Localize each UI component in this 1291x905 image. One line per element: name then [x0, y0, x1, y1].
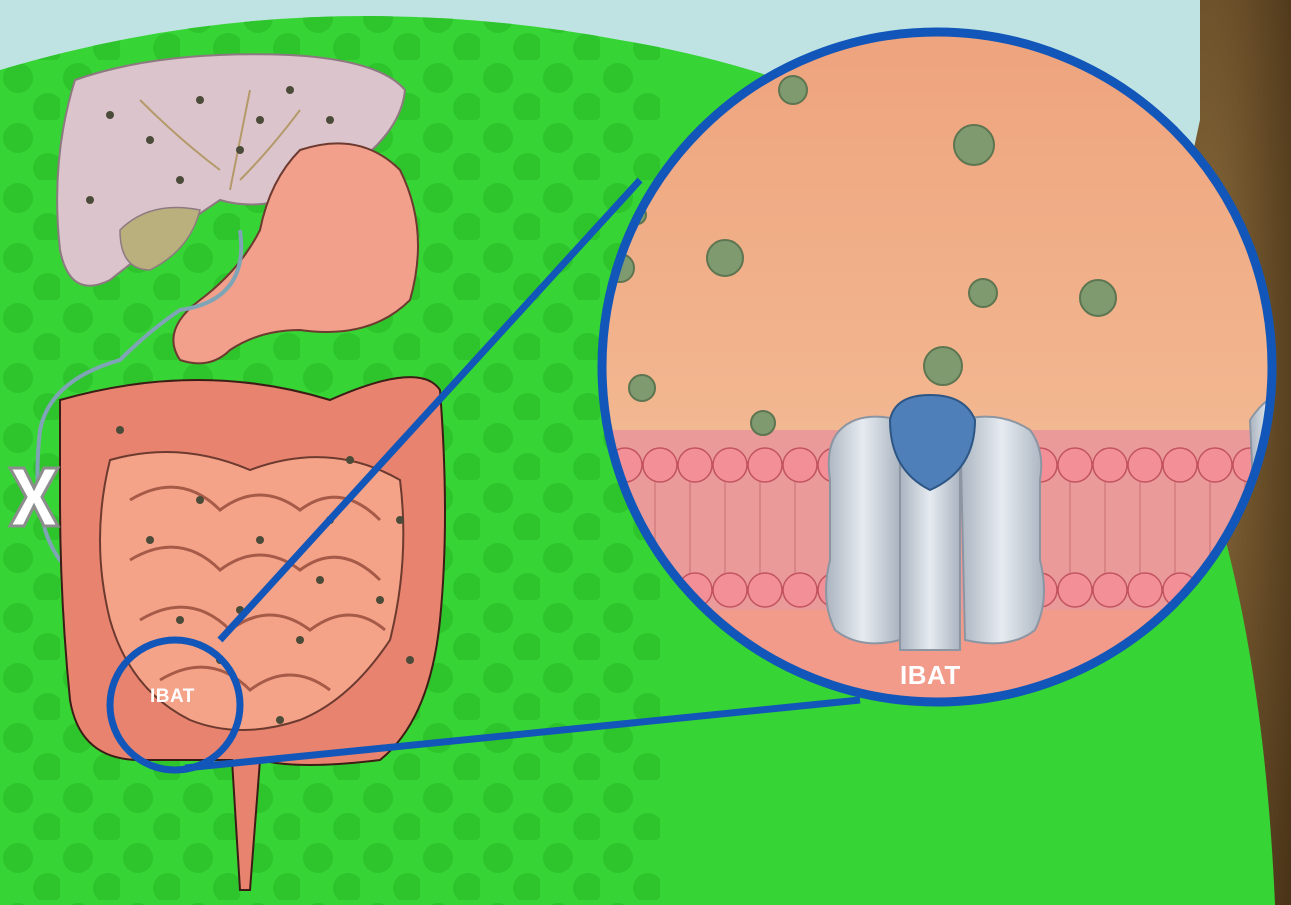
ibat-transporter-icon — [826, 395, 1044, 650]
ibat-label-zoom: IBAT — [900, 660, 961, 691]
x-mark-icon — [6, 462, 62, 532]
ibat-label-small: IBAT — [150, 686, 195, 708]
